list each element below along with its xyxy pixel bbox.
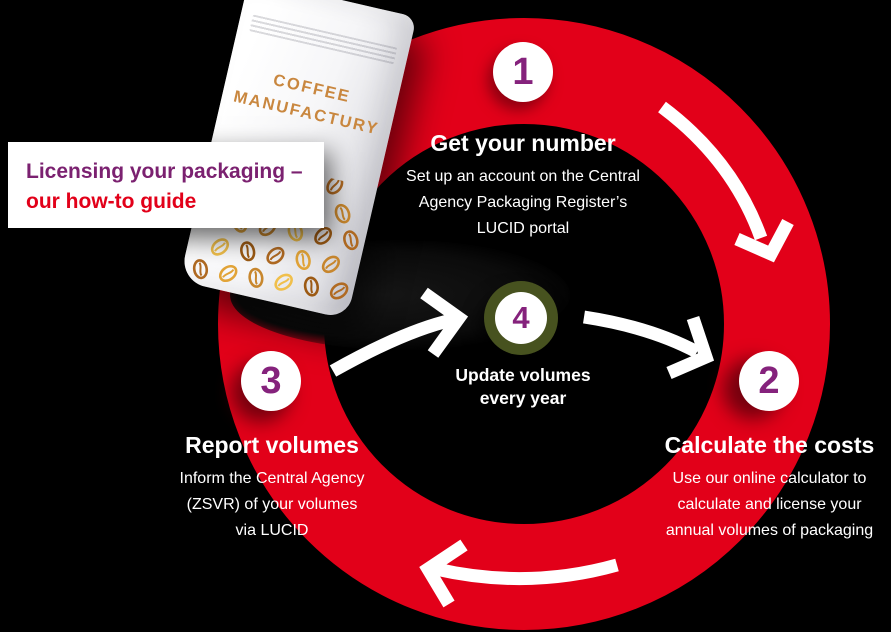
step-3-number: 3 bbox=[260, 359, 282, 402]
step-2-description-line: annual volumes of packaging bbox=[665, 522, 874, 540]
intro-title-line1: Licensing your packaging – bbox=[26, 160, 303, 183]
step-1-number: 1 bbox=[512, 50, 534, 93]
step-2-number: 2 bbox=[758, 359, 780, 402]
step-2-heading: Calculate the costs bbox=[664, 432, 875, 458]
step-4-number: 4 bbox=[512, 300, 530, 335]
step-4-heading-line1: Update volumes bbox=[455, 365, 591, 385]
intro-title-line2: our how-to guide bbox=[26, 190, 197, 214]
coffee-bag-brand: COFFEE MANUFACTURY bbox=[220, 58, 399, 145]
step-3-heading: Report volumes bbox=[185, 432, 359, 458]
step-2-description-line: Use our online calculator to bbox=[672, 470, 867, 488]
step-1-heading: Get your number bbox=[430, 130, 616, 156]
step-1-text: Get your number Set up an account on the… bbox=[383, 130, 663, 242]
step-4-text: Update volumes every year bbox=[428, 364, 618, 410]
step-4-heading-line2: every year bbox=[479, 388, 567, 408]
step-4-badge-inner: 4 bbox=[495, 292, 547, 344]
step-1-description-line: Agency Packaging Register’s bbox=[418, 194, 628, 212]
step-3-description-line: (ZSVR) of your volumes bbox=[186, 496, 358, 514]
step-2-text: Calculate the costs Use our online calcu… bbox=[648, 432, 891, 544]
step-1-description-line: LUCID portal bbox=[476, 220, 570, 238]
intro-card: Licensing your packaging – our how-to gu… bbox=[8, 142, 324, 228]
step-1-description-line: Set up an account on the Central bbox=[406, 168, 640, 186]
step-1-badge: 1 bbox=[493, 42, 553, 102]
step-2-badge: 2 bbox=[739, 351, 799, 411]
bag-zip-seal bbox=[249, 14, 398, 65]
step-3-description-line: via LUCID bbox=[235, 522, 309, 540]
step-3-badge: 3 bbox=[241, 351, 301, 411]
step-3-description-line: Inform the Central Agency bbox=[179, 470, 365, 488]
step-2-description-line: calculate and license your bbox=[677, 496, 862, 514]
step-3-text: Report volumes Inform the Central Agency… bbox=[152, 432, 392, 544]
step-4-badge: 4 bbox=[484, 281, 558, 355]
